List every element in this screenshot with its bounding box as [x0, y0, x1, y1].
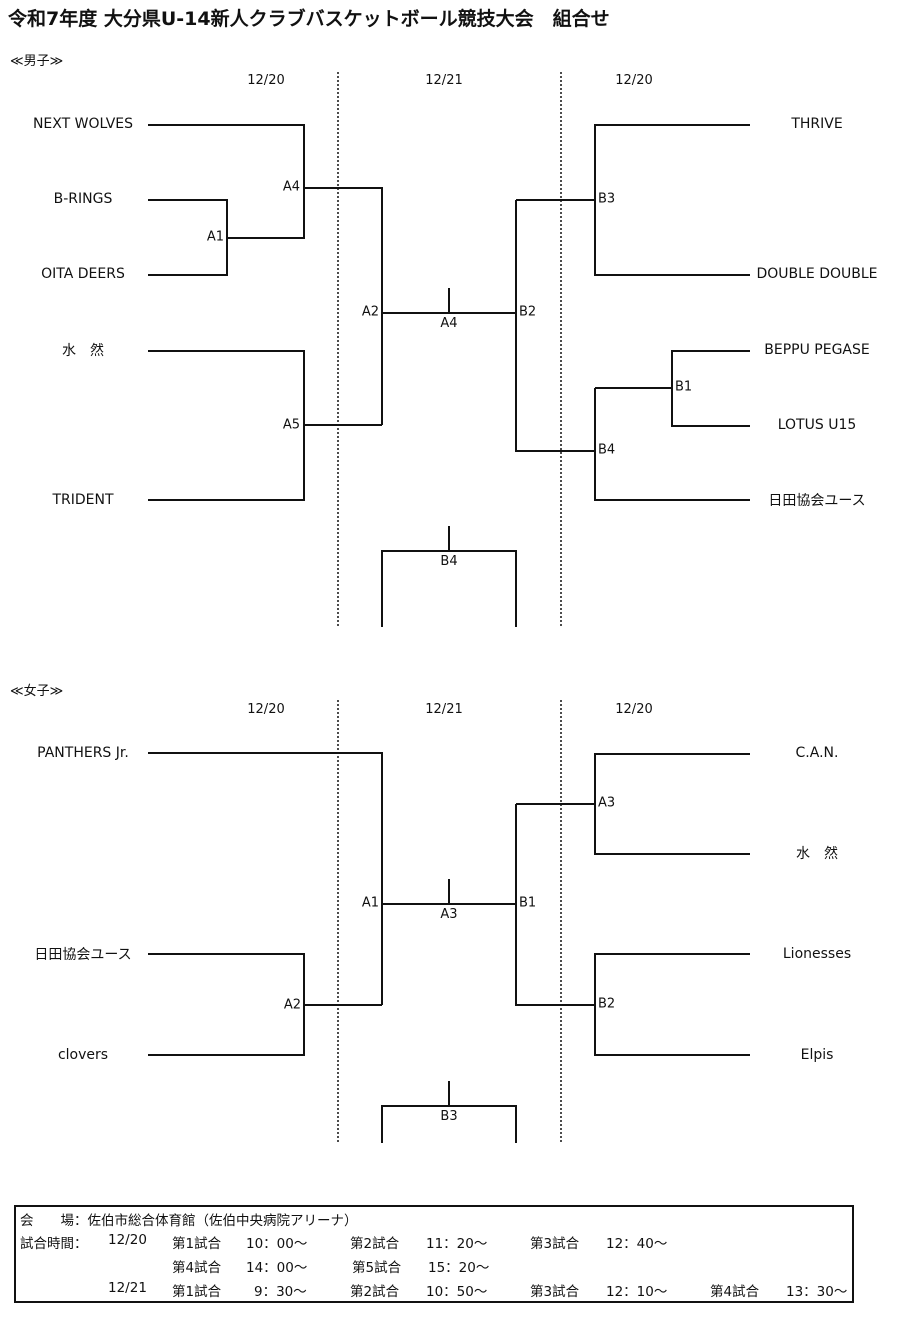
team-name: DOUBLE DOUBLE: [756, 266, 878, 282]
girls-section-label: ≪女子≫: [10, 684, 64, 699]
game-time: 14：00～: [246, 1260, 308, 1276]
game-number: 第5試合: [352, 1260, 402, 1276]
bracket-b3: [594, 124, 750, 276]
game-number: 第4試合: [710, 1284, 760, 1300]
game-time: 12：10～: [606, 1284, 668, 1300]
game-number: 第4試合: [172, 1260, 222, 1276]
game-time: 13：30～: [786, 1284, 848, 1300]
team-name: 水 然: [62, 343, 104, 359]
venue-name: 佐伯市総合体育館（佐伯中央病院アリーナ）: [87, 1213, 358, 1229]
game-time: 10：50～: [426, 1284, 488, 1300]
bracket-b2: [594, 953, 750, 1056]
game-code: B3: [440, 1109, 458, 1124]
game-number: 第2試合: [350, 1236, 400, 1252]
date-label: 12/20: [615, 702, 653, 717]
bracket-a5: [148, 350, 305, 501]
bracket-b1: [515, 804, 595, 1006]
game-code: A1: [206, 229, 224, 245]
game-code: A2: [283, 997, 301, 1013]
team-name: TRIDENT: [52, 492, 114, 508]
bracket-a1: [148, 199, 228, 276]
team-name: Elpis: [800, 1047, 834, 1063]
day-label: 12/20: [108, 1232, 147, 1248]
team-name: Lionesses: [782, 946, 852, 962]
team-name: NEXT WOLVES: [32, 116, 134, 132]
game-code: A2: [361, 304, 379, 320]
schedule-info-box: 会 場：佐伯市総合体育館（佐伯中央病院アリーナ） 試合時間： 12/20 第1試…: [14, 1205, 854, 1303]
venue-label: 会 場：: [20, 1213, 88, 1229]
date-label: 12/20: [615, 73, 653, 88]
game-code: A4: [282, 179, 300, 195]
game-code: A3: [440, 907, 458, 922]
game-code: B1: [519, 895, 537, 911]
date-label: 12/20: [247, 702, 285, 717]
team-name: 日田協会ユース: [768, 493, 866, 509]
game-time: 10：00～: [246, 1236, 308, 1252]
team-name: THRIVE: [791, 116, 843, 132]
page-title: 令和7年度 大分県U-14新人クラブバスケットボール競技大会 組合せ: [8, 8, 610, 30]
game-time: 9：30～: [254, 1284, 307, 1300]
team-name: C.A.N.: [795, 745, 839, 761]
bracket-b4: [594, 388, 750, 501]
game-code: B3: [598, 191, 616, 207]
bracket-b1: [671, 350, 750, 427]
game-number: 第1試合: [172, 1284, 222, 1300]
game-code: B4: [440, 554, 458, 569]
bracket-a4-out: [304, 187, 383, 425]
game-code: B2: [519, 304, 537, 320]
day-label: 12/21: [108, 1280, 147, 1296]
game-code: A5: [282, 417, 300, 433]
team-name: PANTHERS Jr.: [37, 745, 129, 761]
date-label: 12/20: [247, 73, 285, 88]
date-label: 12/21: [425, 702, 463, 717]
bracket-a3: [594, 753, 750, 855]
team-name: 日田協会ユース: [34, 947, 132, 963]
team-name: LOTUS U15: [777, 417, 857, 433]
game-time: 15：20～: [428, 1260, 490, 1276]
game-code: A3: [598, 795, 616, 811]
team-name: clovers: [57, 1047, 109, 1063]
bracket-panthers: [148, 752, 383, 1005]
bracket-next-wolves: [148, 124, 305, 239]
venue-row: 会 場：佐伯市総合体育館（佐伯中央病院アリーナ）: [20, 1209, 358, 1229]
game-code: B1: [675, 379, 693, 395]
team-name: BEPPU PEGASE: [764, 342, 870, 358]
game-code: A1: [361, 895, 379, 911]
bracket-lines: [148, 72, 750, 1143]
game-number: 第1試合: [172, 1236, 222, 1252]
game-number: 第2試合: [350, 1284, 400, 1300]
game-number: 第3試合: [530, 1284, 580, 1300]
boys-section-label: ≪男子≫: [10, 54, 64, 69]
team-name: B-RINGS: [53, 191, 113, 207]
time-label: 試合時間：: [20, 1236, 88, 1252]
game-code: A4: [440, 316, 458, 331]
game-number: 第3試合: [530, 1236, 580, 1252]
game-time: 12：40～: [606, 1236, 668, 1252]
team-name: 水 然: [796, 846, 838, 862]
date-label: 12/21: [425, 73, 463, 88]
bracket-a2: [148, 953, 305, 1056]
bracket-b2: [515, 200, 595, 452]
game-code: B2: [598, 996, 616, 1012]
game-code: B4: [598, 442, 616, 458]
game-time: 11：20～: [426, 1236, 488, 1252]
team-name: OITA DEERS: [41, 266, 125, 282]
